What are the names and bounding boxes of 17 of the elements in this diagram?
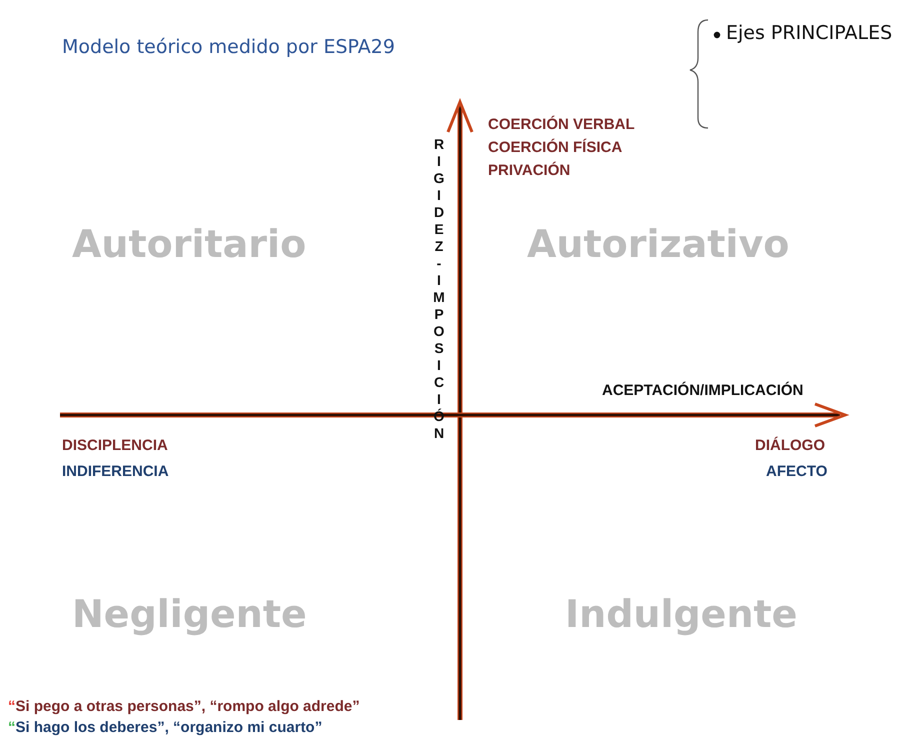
axis-item-label: INDIFERENCIA (62, 463, 169, 480)
axis-item-label: AFECTO (766, 463, 828, 480)
quadrant-label: Autoritario (72, 222, 306, 266)
axis-title: RIGIDEZ-IMPOSICIÓN (430, 136, 448, 442)
example-text: “Si pego a otras personas”, “rompo algo adrede” (8, 698, 360, 715)
axes-note: Ejes PRINCIPALES (726, 22, 892, 44)
quadrant-label: Negligente (72, 592, 307, 636)
axis-item-label: COERCIÓN FÍSICA (488, 139, 622, 156)
example-text: “Si hago los deberes”, “organizo mi cuarto” (8, 719, 322, 736)
axis-title: ACEPTACIÓN/IMPLICACIÓN (602, 382, 804, 399)
title: Modelo teórico medido por ESPA29 (62, 36, 395, 58)
axis-item-label: COERCIÓN VERBAL (488, 116, 635, 133)
quadrant-label: Indulgente (565, 592, 798, 636)
quadrant-label: Autorizativo (527, 222, 790, 266)
axis-item-label: PRIVACIÓN (488, 162, 570, 179)
axis-item-label: DISCIPLENCIA (62, 437, 168, 454)
axis-item-label: DIÁLOGO (755, 437, 825, 454)
